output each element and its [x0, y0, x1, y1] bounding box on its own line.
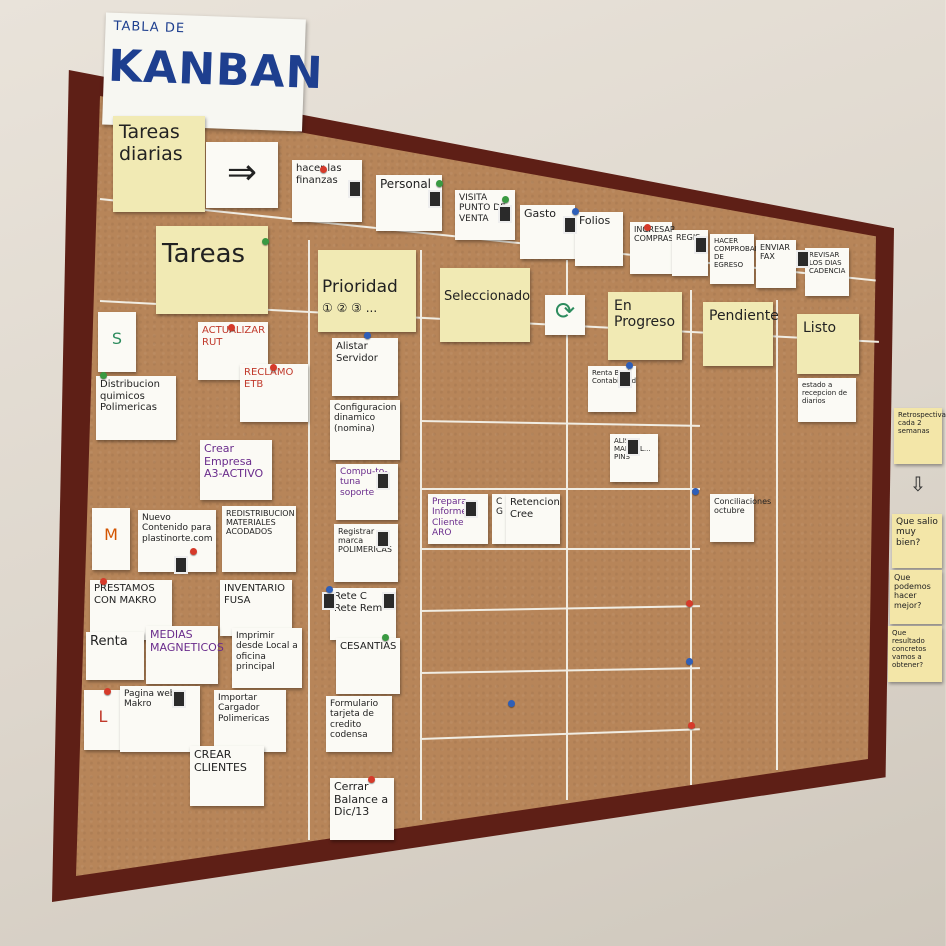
priority-note: Configuracion dinamico (nomina) — [330, 400, 400, 460]
avatar — [172, 690, 186, 708]
selected-note: Retencion Cree — [506, 494, 560, 544]
arrow-note: ⇒ — [206, 142, 278, 208]
string-horizontal — [420, 548, 700, 550]
retro-question-note: Que podemos hacer mejor? — [890, 570, 942, 624]
header-task-note: Folios — [575, 212, 623, 266]
task-note: MEDIAS MAGNETICOS — [146, 626, 224, 684]
avatar — [618, 370, 632, 388]
priority-note: Formulario tarjeta de credito codensa — [326, 696, 392, 752]
task-note: Renta — [86, 632, 144, 680]
avatar — [796, 250, 810, 268]
priority-note: Cerrar Balance a Dic/13 — [330, 778, 394, 840]
task-note: INVENTARIO FUSA — [220, 580, 292, 636]
pin — [502, 196, 509, 203]
task-note: Crear Empresa A3-ACTIVO — [200, 440, 272, 500]
pin — [508, 700, 515, 707]
string-vertical — [566, 260, 568, 800]
avatar — [498, 205, 512, 223]
pin — [436, 180, 443, 187]
avatar — [563, 216, 577, 234]
header-task-note: Personal — [376, 175, 442, 231]
prioridad-numbers: ① ② ③ ... — [322, 300, 378, 315]
avatar — [376, 530, 390, 548]
pin — [688, 722, 695, 729]
retro-arrow: ⇩ — [909, 472, 927, 496]
selected-note: Prepara Informe Cliente ARO — [428, 494, 488, 544]
task-note: Imprimir desde Local a oficina principal — [232, 628, 302, 688]
done-note: estado a recepcion de diarios — [798, 378, 856, 422]
pin — [326, 586, 333, 593]
column-header-pendiente: Pendiente — [703, 302, 779, 366]
selected-note: C G — [492, 494, 506, 544]
task-note: Importar Cargador Polimericas — [214, 690, 286, 752]
retro-title-note: Retrospectiva cada 2 semanas — [894, 408, 946, 464]
pin — [692, 488, 699, 495]
avatar — [174, 556, 188, 574]
task-note: L — [84, 690, 122, 750]
cycle-icon: ⟳ — [554, 297, 576, 325]
pin — [686, 600, 693, 607]
task-note: RECLAMO ETB — [240, 364, 308, 422]
task-note: S — [98, 312, 136, 372]
task-note: Pagina web Makro — [120, 686, 200, 752]
avatar — [464, 500, 478, 518]
avatar — [382, 592, 396, 610]
task-note: M — [92, 508, 130, 570]
pin — [104, 688, 111, 695]
pin — [644, 224, 651, 231]
avatar — [626, 438, 640, 456]
header-task-note: ENVIAR FAX — [756, 240, 796, 288]
kanban-title-card: TABLA DE KANBAN — [102, 12, 324, 132]
pin — [270, 364, 277, 371]
avatar — [694, 236, 708, 254]
pin — [320, 166, 327, 173]
priority-note: CESANTIAS — [336, 638, 400, 694]
column-header-seleccionado: Seleccionado — [440, 268, 530, 342]
task-note: REDISTRIBUCION MATERIALES ACODADOS — [222, 506, 296, 572]
retro-question-note: Que salio muy bien? — [892, 514, 942, 568]
column-header-prioridad: Prioridad ① ② ③ ... — [318, 250, 416, 332]
retro-question-note: Que resultado concretos vamos a obtener? — [888, 626, 942, 682]
column-header-listo: Listo — [797, 314, 859, 374]
pin — [626, 362, 633, 369]
header-task-note: INGRESAR COMPRAS — [630, 222, 675, 274]
priority-note: Alistar Servidor — [332, 338, 398, 396]
pin — [100, 372, 107, 379]
pin — [228, 324, 235, 331]
pin — [190, 548, 197, 555]
string-vertical — [776, 300, 778, 770]
avatar — [428, 190, 442, 208]
avatar — [376, 472, 390, 490]
string-vertical — [690, 290, 692, 785]
pin — [686, 658, 693, 665]
header-task-note: HACER COMPROBANTE DE EGRESO — [710, 234, 769, 284]
daily-tasks-note: Tareas diarias — [113, 116, 205, 212]
task-note: Distribucion quimicos Polimericas — [96, 376, 176, 440]
pin — [364, 332, 371, 339]
title-small: TABLA DE — [113, 18, 186, 37]
string-vertical — [308, 240, 310, 840]
title-big: KANBAN — [107, 40, 325, 100]
string-vertical — [420, 250, 422, 820]
pin — [572, 208, 579, 215]
string-horizontal — [420, 488, 700, 490]
pin — [368, 776, 375, 783]
pin — [382, 634, 389, 641]
pin — [100, 578, 107, 585]
cycle-icon-note: ⟳ — [545, 295, 585, 335]
task-note: CREAR CLIENTES — [190, 746, 264, 806]
pin — [262, 238, 269, 245]
avatar — [348, 180, 362, 198]
column-header-tareas: Tareas — [156, 226, 268, 314]
daily-tasks-label: Tareas diarias — [119, 121, 183, 165]
column-header-en-progreso: En Progreso — [608, 292, 682, 360]
pending-note: Conciliaciones octubre — [710, 494, 771, 542]
header-task-note: REVISAR LOS DIAS CADENCIA — [805, 248, 849, 296]
avatar — [322, 592, 336, 610]
